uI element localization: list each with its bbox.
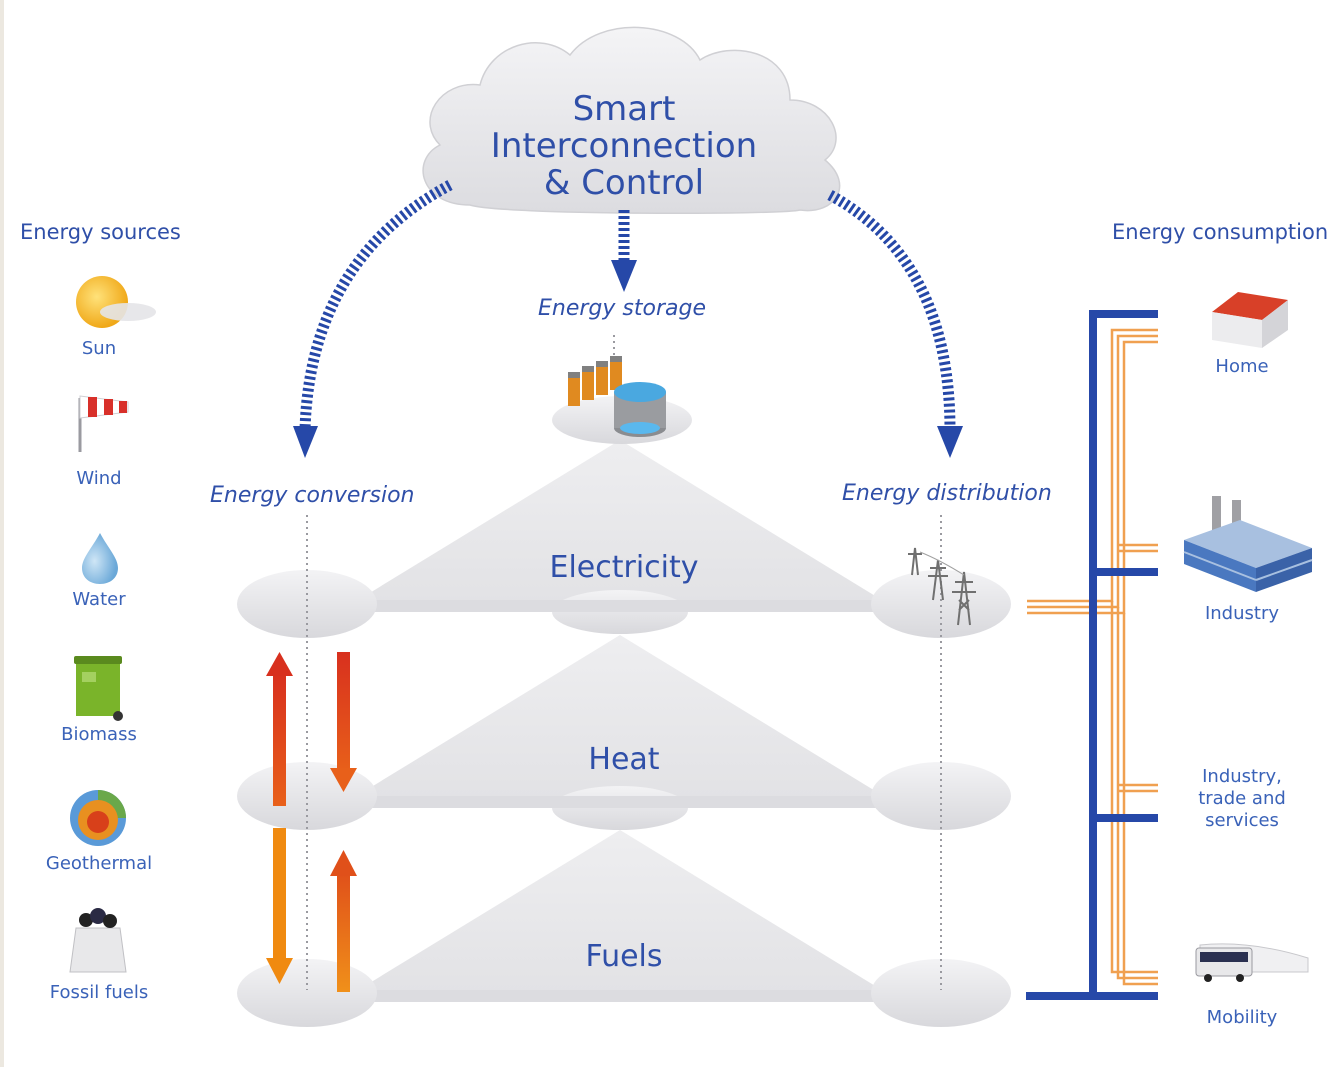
electricity-floor	[330, 600, 900, 612]
distribution-platform-electricity	[871, 570, 1011, 638]
conversion-platform-heat	[237, 762, 377, 830]
cloud-line-3: & Control	[543, 163, 705, 203]
control-arrows	[293, 180, 963, 458]
layer-label-fuels: Fuels	[585, 939, 663, 974]
distribution-network	[1026, 310, 1158, 1000]
consumer-label-industry-trade-services: Industry, trade and services	[1198, 766, 1286, 831]
power-pylon-icon	[908, 547, 976, 626]
coal-sack-icon	[69, 908, 127, 973]
layer-label-electricity: Electricity	[549, 550, 699, 585]
arrow-up-fuels-to-heat	[330, 850, 357, 876]
consumer-label-mobility: Mobility	[1206, 1007, 1278, 1028]
fuels-floor	[330, 990, 900, 1002]
water-drop-icon	[82, 533, 118, 584]
heat-floor	[330, 796, 900, 808]
source-label-water: Water	[72, 589, 126, 610]
arrow-head-distribution	[937, 426, 963, 458]
stage-label-conversion: Energy conversion	[210, 483, 415, 508]
cloud-line-1: Smart	[572, 89, 676, 129]
geothermal-earth-icon	[70, 790, 126, 846]
source-label-wind: Wind	[76, 468, 122, 489]
distribution-platform-fuels	[871, 959, 1011, 1027]
conversion-arrows	[266, 652, 357, 992]
consumer-label-home: Home	[1215, 356, 1269, 377]
energy-consumption-title: Energy consumption	[1112, 220, 1329, 244]
arrow-up-heat-to-electricity	[266, 652, 293, 676]
distribution-platform-heat	[871, 762, 1011, 830]
storage-icon	[568, 356, 666, 437]
source-label-biomass: Biomass	[61, 724, 137, 745]
layer-triangles	[350, 440, 890, 995]
arrow-head-storage	[611, 260, 637, 292]
arrow-head-conversion	[293, 426, 318, 458]
source-label-geothermal: Geothermal	[45, 853, 153, 874]
stage-label-storage: Energy storage	[538, 296, 706, 321]
stage-label-distribution: Energy distribution	[842, 481, 1052, 506]
train-bus-icon	[1195, 943, 1309, 982]
left-border	[0, 0, 4, 1067]
house-icon	[1212, 292, 1288, 348]
factory-icon	[1183, 496, 1313, 592]
biomass-bin-icon	[74, 656, 123, 721]
source-label-fossil-fuels: Fossil fuels	[49, 982, 149, 1003]
consumer-label-industry: Industry	[1204, 603, 1280, 624]
cloud-line-2: Interconnection	[490, 126, 758, 166]
windsock-icon	[78, 395, 129, 452]
arrow-down-heat-to-fuels	[266, 958, 293, 984]
cloud-shape	[422, 26, 841, 215]
cloud-title: Smart Interconnection & Control	[444, 91, 804, 202]
layer-label-heat: Heat	[588, 742, 660, 777]
arrow-down-electricity-to-heat	[330, 768, 357, 792]
sun-icon	[76, 276, 156, 328]
source-label-sun: Sun	[81, 338, 117, 359]
conversion-platform-electricity	[237, 570, 377, 638]
energy-sources-title: Energy sources	[20, 220, 181, 244]
conversion-platform-fuels	[237, 959, 377, 1027]
